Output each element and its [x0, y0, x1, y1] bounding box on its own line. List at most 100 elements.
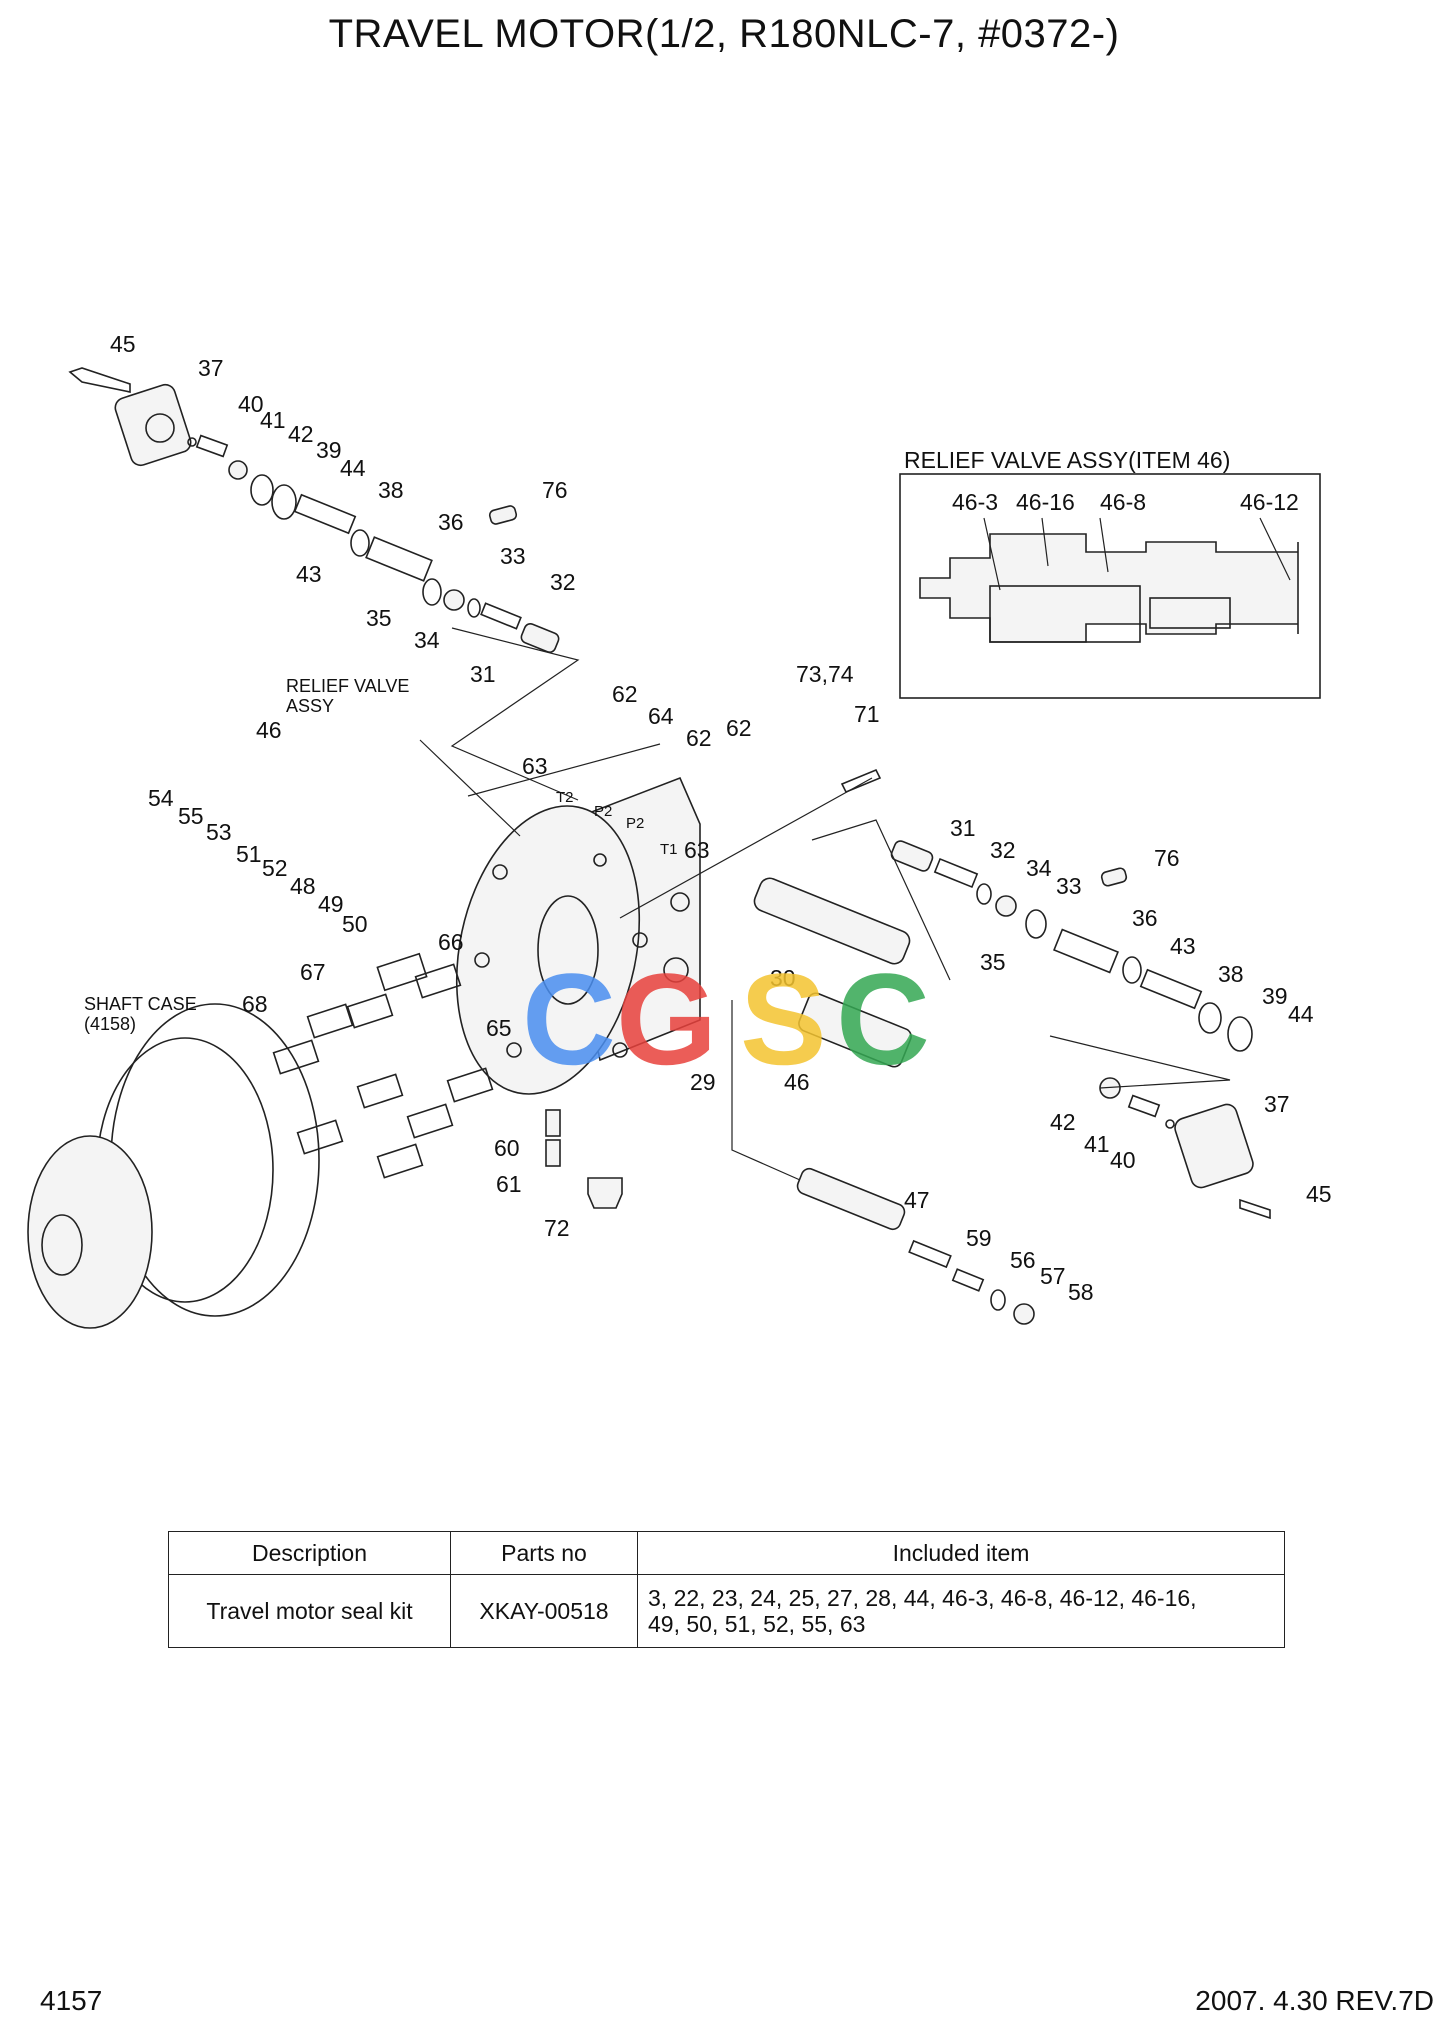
port-label-t2: T2 — [556, 789, 574, 806]
watermark-letter-g: G — [616, 946, 717, 1092]
callout-46b: 46 — [784, 1069, 810, 1095]
part-pin-60 — [545, 1109, 561, 1137]
part-ring-35a — [422, 578, 442, 606]
callout-36b: 36 — [1132, 905, 1158, 931]
callout-45b: 45 — [1306, 1181, 1332, 1207]
callout-61: 61 — [496, 1171, 522, 1197]
relief-valve-detail — [899, 473, 1321, 699]
part-pin-76b — [1100, 867, 1128, 887]
part-spring-32b — [933, 857, 979, 889]
callout-46a: 46 — [256, 717, 282, 743]
callout-65: 65 — [486, 1015, 512, 1041]
callout-33b: 33 — [1056, 873, 1082, 899]
callout-39b: 39 — [1262, 983, 1288, 1009]
cell-included-item: 3, 22, 23, 24, 25, 27, 28, 44, 46-3, 46-… — [637, 1574, 1285, 1648]
part-spring-56 — [951, 1268, 985, 1292]
port-label-p2b: P2 — [626, 815, 644, 832]
callout-66: 66 — [438, 929, 464, 955]
part-spring-36b — [1053, 928, 1119, 974]
watermark-letter-c1: C — [522, 946, 616, 1092]
callout-45a: 45 — [110, 331, 136, 357]
callout-68: 68 — [242, 991, 268, 1017]
callout-41a: 41 — [260, 407, 286, 433]
header-description: Description — [168, 1531, 451, 1575]
header-parts-no: Parts no — [450, 1531, 638, 1575]
page-number: 4157 — [40, 1985, 103, 2016]
callout-50: 50 — [342, 911, 368, 937]
callout-44a: 44 — [340, 455, 366, 481]
callout-31a: 31 — [470, 661, 496, 687]
callout-73-74: 73,74 — [796, 661, 854, 687]
watermark-letter-s: S — [740, 946, 827, 1092]
callout-58: 58 — [1068, 1279, 1094, 1305]
exploded-parts-diagram: 45 37 40 41 42 39 44 38 36 43 33 32 35 3… — [27, 331, 1332, 1329]
callout-35a: 35 — [366, 605, 392, 631]
detail-callout-46-12: 46-12 — [1240, 489, 1299, 515]
revision-date: 2007. 4.30 REV.7D — [1195, 1985, 1434, 2016]
text-labels: RELIEF VALVE ASSY(ITEM 46) 46-3 46-16 46… — [84, 447, 1299, 1034]
detail-callout-46-3: 46-3 — [952, 489, 998, 515]
callout-40b: 40 — [1110, 1147, 1136, 1173]
relief-valve-assy-label-line1: RELIEF VALVE — [286, 676, 409, 696]
callout-41b: 41 — [1084, 1131, 1110, 1157]
part-oring-44a — [271, 484, 297, 520]
part-plug-72 — [587, 1177, 623, 1209]
part-spring-41a — [195, 434, 229, 458]
callout-71: 71 — [854, 701, 880, 727]
part-bolt-71 — [840, 768, 882, 794]
included-item-line1: 3, 22, 23, 24, 25, 27, 28, 44, 46-3, 46-… — [648, 1585, 1197, 1611]
callout-34b: 34 — [1026, 855, 1052, 881]
callout-43a: 43 — [296, 561, 322, 587]
callout-39a: 39 — [316, 437, 342, 463]
callout-67: 67 — [300, 959, 326, 985]
callout-64: 64 — [648, 703, 674, 729]
part-spring-32a — [480, 602, 522, 630]
part-plug-42a — [228, 460, 248, 480]
seal-kit-table: Description Parts no Included item Trave… — [168, 1531, 1285, 1648]
watermark-letter-c2: C — [836, 946, 930, 1092]
callout-labels: 45 37 40 41 42 39 44 38 36 43 33 32 35 3… — [110, 331, 1332, 1305]
part-cover-37a-port — [145, 413, 175, 443]
relief-valve-body — [919, 533, 1299, 643]
shaft-case-label-line2: (4158) — [84, 1014, 136, 1034]
seal-kit-table-header: Description Parts no Included item — [168, 1531, 1285, 1575]
callout-33a: 33 — [500, 543, 526, 569]
part-spring-38a — [293, 493, 357, 535]
part-spool-31b — [890, 840, 934, 872]
cell-parts-no: XKAY-00518 — [450, 1574, 638, 1648]
part-spool-47 — [796, 1167, 906, 1231]
right-valve-stack — [753, 819, 1271, 1220]
part-bolt-45a — [68, 367, 131, 393]
callout-42b: 42 — [1050, 1109, 1076, 1135]
callout-49: 49 — [318, 891, 344, 917]
callout-62a: 62 — [612, 681, 638, 707]
callout-30: 30 — [770, 965, 796, 991]
part-spring-36a — [365, 536, 433, 582]
callout-63b: 63 — [684, 837, 710, 863]
included-item-line2: 49, 50, 51, 52, 55, 63 — [648, 1611, 866, 1637]
relief-valve-detail-frame — [899, 473, 1321, 699]
relief-valve-spool — [989, 585, 1141, 643]
part-pin-61 — [545, 1139, 561, 1167]
part-pin-59 — [908, 1239, 952, 1269]
shaft-case-hub — [27, 1135, 153, 1329]
callout-37a: 37 — [198, 355, 224, 381]
part-spool-31a — [520, 622, 560, 654]
port-label-p2a: P2 — [594, 803, 612, 820]
part-spool-30 — [753, 877, 911, 965]
callout-47: 47 — [904, 1187, 930, 1213]
callout-37b: 37 — [1264, 1091, 1290, 1117]
callout-32b: 32 — [990, 837, 1016, 863]
block-center-bore — [537, 895, 599, 1005]
part-spring-38b — [1139, 968, 1203, 1010]
part-cap-33a — [443, 589, 465, 611]
callout-31b: 31 — [950, 815, 976, 841]
page-title: TRAVEL MOTOR(1/2, R180NLC-7, #0372-) — [328, 12, 1120, 56]
callout-36a: 36 — [438, 509, 464, 535]
callout-54: 54 — [148, 785, 174, 811]
callout-35b: 35 — [980, 949, 1006, 975]
callout-59: 59 — [966, 1225, 992, 1251]
part-ball-40a — [187, 437, 197, 447]
callout-57: 57 — [1040, 1263, 1066, 1289]
callout-55: 55 — [178, 803, 204, 829]
